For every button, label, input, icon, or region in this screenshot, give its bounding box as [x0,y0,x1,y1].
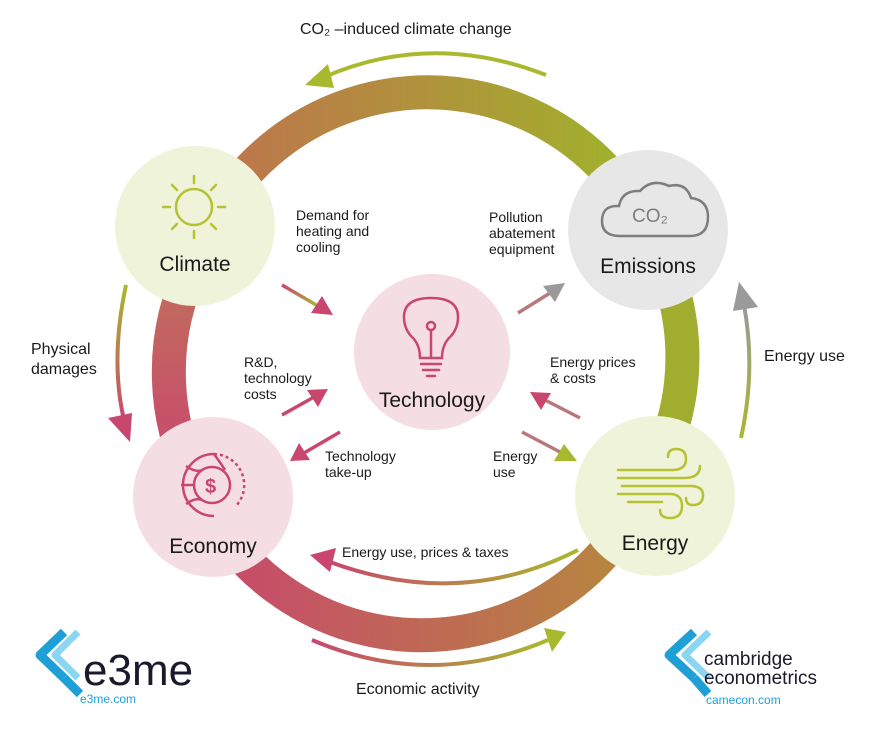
lightbulb-icon [402,296,460,378]
camecon-logo-mark [664,628,712,697]
economy-node-label: Economy [169,535,257,558]
wind-icon [616,447,705,520]
co2-cloud-icon: CO₂ [600,181,710,238]
arrow-energy-use-inner [521,430,577,461]
bottom-inner-flow-arrow [310,548,579,586]
energy-use-inner-flow-label: Energy use [493,448,538,480]
e3me-logo-name: e3me [83,646,194,695]
co2-icon-text: CO₂ [632,206,668,227]
bottom-outer-flow-arrow [311,628,566,667]
top-flow-label: CO₂ –induced climate change [300,21,512,38]
energy-node-label: Energy [621,532,689,555]
e3me-logo-mark [35,628,84,698]
arrow-prices [530,392,581,420]
arrow-takeup [290,430,341,461]
arrow-demand [281,283,333,315]
prices-flow-label: Energy prices & costs [550,354,636,386]
arrow-rd [281,389,328,417]
right-flow-arrow [733,282,758,439]
arrow-pollution [517,283,565,315]
sun-icon [161,174,227,240]
globe-dollar-icon: $ [181,452,246,518]
e3me-logo-url[interactable]: e3me.com [80,692,137,706]
right-flow-label: Energy use [764,348,845,365]
takeup-flow-label: Technology take-up [325,448,396,480]
camecon-logo-name: cambridge econometrics [704,649,817,689]
svg-text:$: $ [205,476,216,498]
bottom-inner-flow-label: Energy use, prices & taxes [342,544,509,560]
pollution-flow-label: Pollution abatement equipment [489,209,556,257]
emissions-node-label: Emissions [600,255,696,278]
top-flow-arrow [305,51,547,88]
climate-node-label: Climate [159,253,231,276]
rd-flow-label: R&D, technology costs [244,354,312,402]
camecon-logo-url[interactable]: camecon.com [706,693,781,707]
economy-node-circle [133,417,293,577]
demand-flow-label: Demand for heating and cooling [296,207,370,255]
energy-node-circle [575,416,735,576]
bottom-outer-flow-label: Economic activity [356,681,480,698]
technology-node-label: Technology [378,389,486,412]
left-flow-arrow [108,284,132,442]
left-flow-label: Physical damages [31,341,97,378]
